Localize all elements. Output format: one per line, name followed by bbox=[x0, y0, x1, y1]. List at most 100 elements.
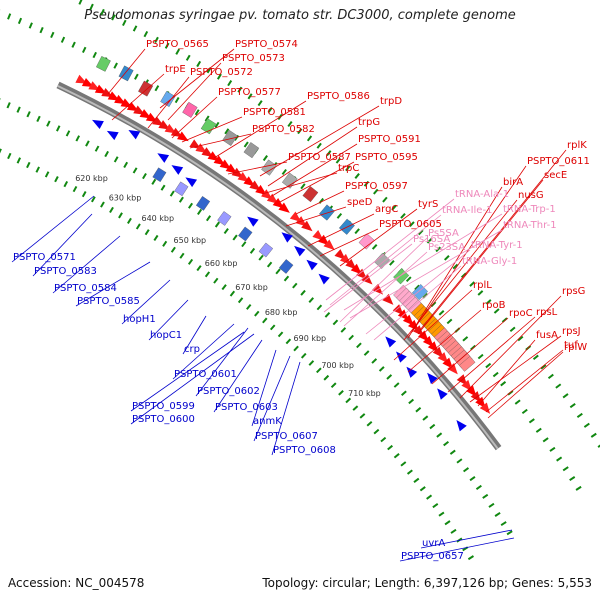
reverse-gene-label: hopC1 bbox=[150, 330, 182, 341]
kbp-label: 680 kbp bbox=[265, 308, 298, 317]
gene-block bbox=[201, 118, 216, 134]
kbp-tick bbox=[471, 346, 476, 350]
kbp-tick bbox=[483, 495, 488, 498]
forward-gene-label: trpD bbox=[380, 96, 402, 107]
kbp-tick bbox=[444, 442, 449, 446]
kbp-tick bbox=[408, 470, 413, 474]
forward-gene-label: rpsL bbox=[536, 307, 558, 318]
kbp-tick bbox=[154, 235, 157, 240]
kbp-tick bbox=[180, 197, 183, 202]
kbp-tick bbox=[135, 74, 138, 79]
kbp-tick bbox=[341, 328, 345, 332]
reverse-gene-label: PSPTO_0603 bbox=[215, 402, 278, 413]
forward-gene-label: PSPTO_0573 bbox=[222, 53, 285, 64]
rna-gene-label: Ps5SA bbox=[428, 228, 459, 239]
kbp-tick bbox=[198, 209, 201, 214]
kbp-tick bbox=[501, 382, 506, 386]
gene-block bbox=[393, 269, 409, 285]
kbp-tick bbox=[47, 121, 50, 126]
kbp-tick bbox=[228, 81, 231, 86]
kbp-tick bbox=[36, 167, 39, 172]
gene-block bbox=[359, 234, 374, 250]
kbp-tick bbox=[152, 179, 155, 184]
forward-gene-label: trpC bbox=[338, 163, 359, 174]
gene-block bbox=[96, 56, 110, 71]
reverse-gene-label: crp bbox=[184, 344, 200, 355]
forward-gene-label: rpoC bbox=[509, 308, 533, 319]
kbp-tick bbox=[388, 446, 393, 450]
reverse-gene-leader bbox=[254, 356, 290, 441]
forward-gene-label: PSPTO_0565 bbox=[146, 39, 209, 50]
forward-gene-label: nusG bbox=[518, 190, 544, 201]
kbp-tick bbox=[401, 214, 405, 218]
kbp-tick bbox=[372, 359, 376, 363]
kbp-tick bbox=[57, 126, 60, 131]
kbp-tick bbox=[187, 55, 190, 60]
kbp-tick bbox=[337, 214, 341, 219]
kbp-tick bbox=[207, 216, 210, 221]
kbp-label: 620 kbp bbox=[75, 174, 108, 183]
reverse-gene-label: PSPTO_0602 bbox=[197, 386, 260, 397]
kbp-tick bbox=[197, 266, 201, 271]
kbp-tick bbox=[79, 0, 82, 4]
rna-gene-label: Ps23SA bbox=[428, 242, 465, 253]
kbp-tick bbox=[445, 521, 450, 524]
kbp-tick bbox=[40, 27, 42, 32]
kbp-tick bbox=[529, 419, 534, 423]
kbp-tick bbox=[390, 261, 394, 265]
kbp-tick bbox=[309, 298, 313, 302]
kbp-tick bbox=[27, 112, 30, 117]
kbp-tick bbox=[222, 285, 226, 290]
kbp-tick bbox=[402, 391, 406, 395]
kbp-tick bbox=[549, 375, 554, 379]
reverse-gene-label: PSPTO_0601 bbox=[174, 369, 237, 380]
reverse-gene-label: PSPTO_0600 bbox=[132, 414, 195, 425]
kbp-tick bbox=[324, 376, 328, 380]
forward-gene-label: birA bbox=[503, 177, 523, 188]
kbp-tick bbox=[427, 495, 432, 499]
kbp-tick bbox=[301, 291, 305, 296]
kbp-tick bbox=[285, 276, 289, 281]
kbp-tick bbox=[0, 149, 1, 154]
kbp-tick bbox=[464, 468, 469, 472]
kbp-tick bbox=[206, 272, 210, 277]
kbp-tick bbox=[293, 283, 297, 288]
kbp-tick bbox=[8, 14, 10, 20]
gene-block bbox=[196, 196, 210, 210]
kbp-tick bbox=[7, 102, 9, 107]
forward-gene-label: PSPTO_0577 bbox=[218, 87, 281, 98]
kbp-tick bbox=[407, 277, 411, 281]
kbp-label: 640 kbp bbox=[141, 214, 174, 223]
kbp-tick bbox=[271, 325, 275, 330]
forward-gene-label: PSPTO_0595 bbox=[355, 152, 418, 163]
kbp-tick bbox=[137, 224, 140, 229]
kbp-tick bbox=[146, 230, 149, 235]
kbp-tick bbox=[46, 172, 49, 177]
kbp-tick bbox=[309, 361, 313, 365]
kbp-tick bbox=[233, 235, 237, 240]
kbp-tick bbox=[143, 174, 146, 179]
genome-backbone bbox=[58, 85, 499, 449]
kbp-tick bbox=[176, 97, 179, 102]
forward-gene-label: trpG bbox=[358, 117, 380, 128]
gene-block bbox=[259, 243, 273, 257]
kbp-tick bbox=[27, 162, 30, 167]
reverse-gene-label: PSPTO_0657 bbox=[401, 551, 464, 562]
forward-gene-label: rplK bbox=[567, 140, 587, 151]
forward-gene-leader bbox=[262, 173, 337, 194]
forward-gene-label: PSPTO_0582 bbox=[252, 124, 315, 135]
kbp-tick bbox=[557, 457, 562, 460]
kbp-tick bbox=[478, 291, 482, 295]
reverse-gene-label: PSPTO_0608 bbox=[273, 445, 336, 456]
forward-gene-leader bbox=[470, 336, 561, 402]
kbp-tick bbox=[115, 157, 118, 162]
forward-gene-leader bbox=[296, 191, 344, 214]
forward-gene-label: PSPTO_0586 bbox=[307, 91, 370, 102]
kbp-tick bbox=[264, 156, 268, 161]
kbp-tick bbox=[437, 433, 442, 437]
kbp-tick bbox=[476, 486, 481, 489]
forward-gene-leader bbox=[478, 340, 535, 406]
reverse-gene-label: anmK bbox=[253, 416, 282, 427]
kbp-tick bbox=[515, 400, 520, 404]
